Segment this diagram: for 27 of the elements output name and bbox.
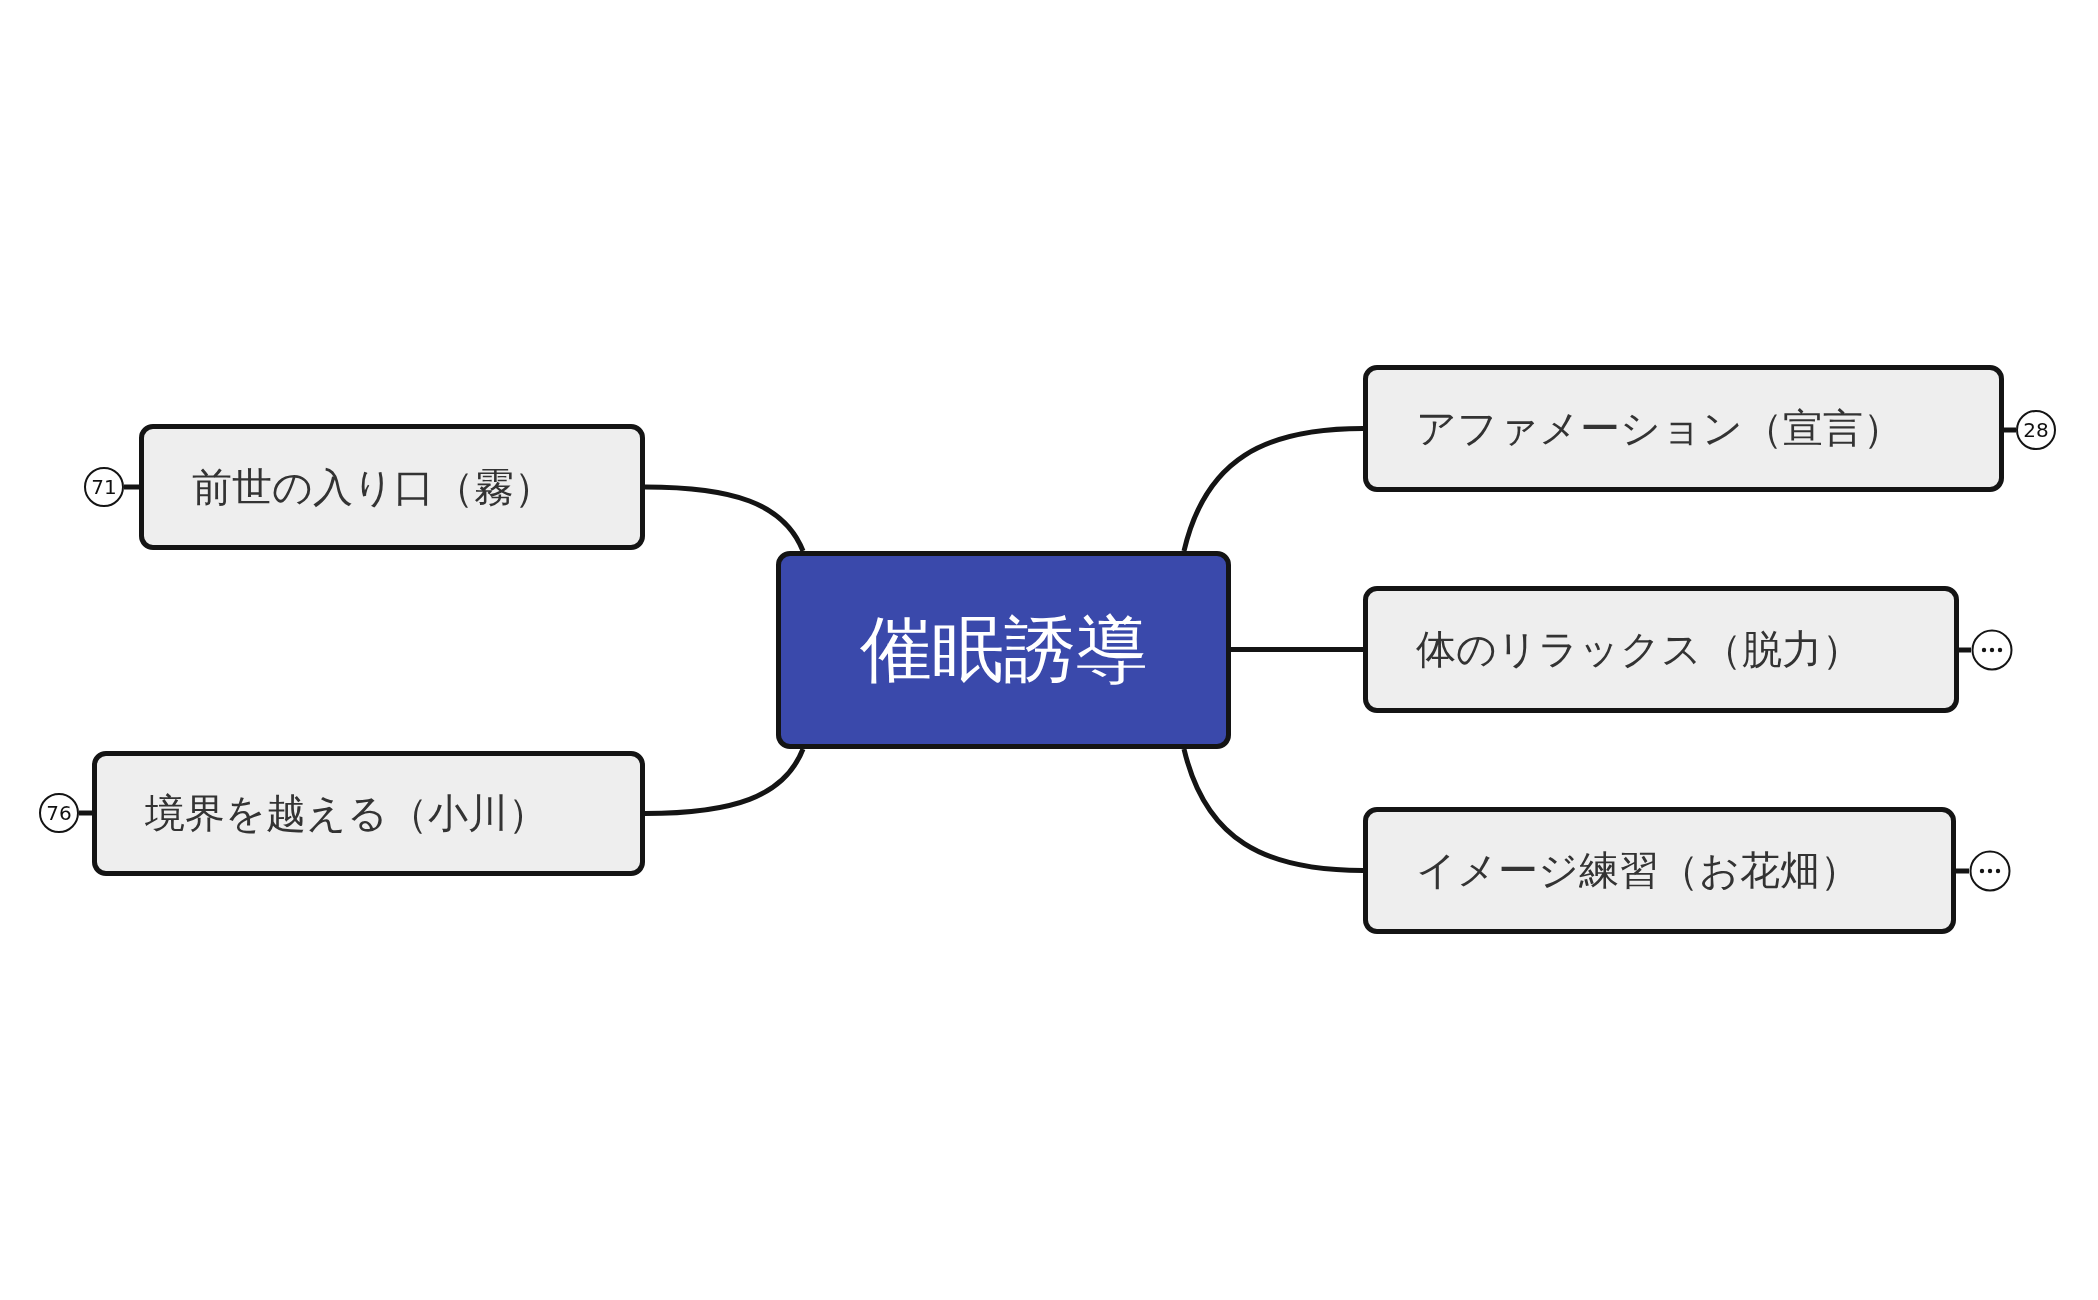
ellipsis-icon [1971,629,2013,671]
topic-box [1363,586,1959,713]
topic-box [139,424,645,550]
topic-box [92,751,645,876]
branch-line [1181,426,1364,552]
central-topic-text: 催眠誘導 [859,606,1148,693]
connector-line [1956,868,1969,874]
connector-line [124,484,139,490]
connector-line [79,810,92,816]
branch-line [1231,647,1363,652]
connector-line [2004,427,2016,433]
topic-box [1363,365,2004,492]
topic-text: 前世の入り口（霧） [192,462,554,512]
topic-box [1363,807,1956,934]
topic-text: アファメーション（宣言） [1416,404,1903,453]
central-topic-box [776,551,1231,749]
branch-line [644,484,806,553]
count-badge: 71 [84,467,124,507]
count-badge: 76 [39,793,79,833]
branch-line [644,747,806,816]
count-badge: 28 [2016,410,2056,450]
branch-line [1181,748,1364,873]
topic-text: イメージ練習（お花畑） [1416,846,1860,895]
topic-text: 境界を越える（小川） [145,789,548,838]
ellipsis-icon [1969,850,2011,892]
connector-line [1959,647,1971,653]
topic-text: 体のリラックス（脱力） [1416,625,1862,674]
